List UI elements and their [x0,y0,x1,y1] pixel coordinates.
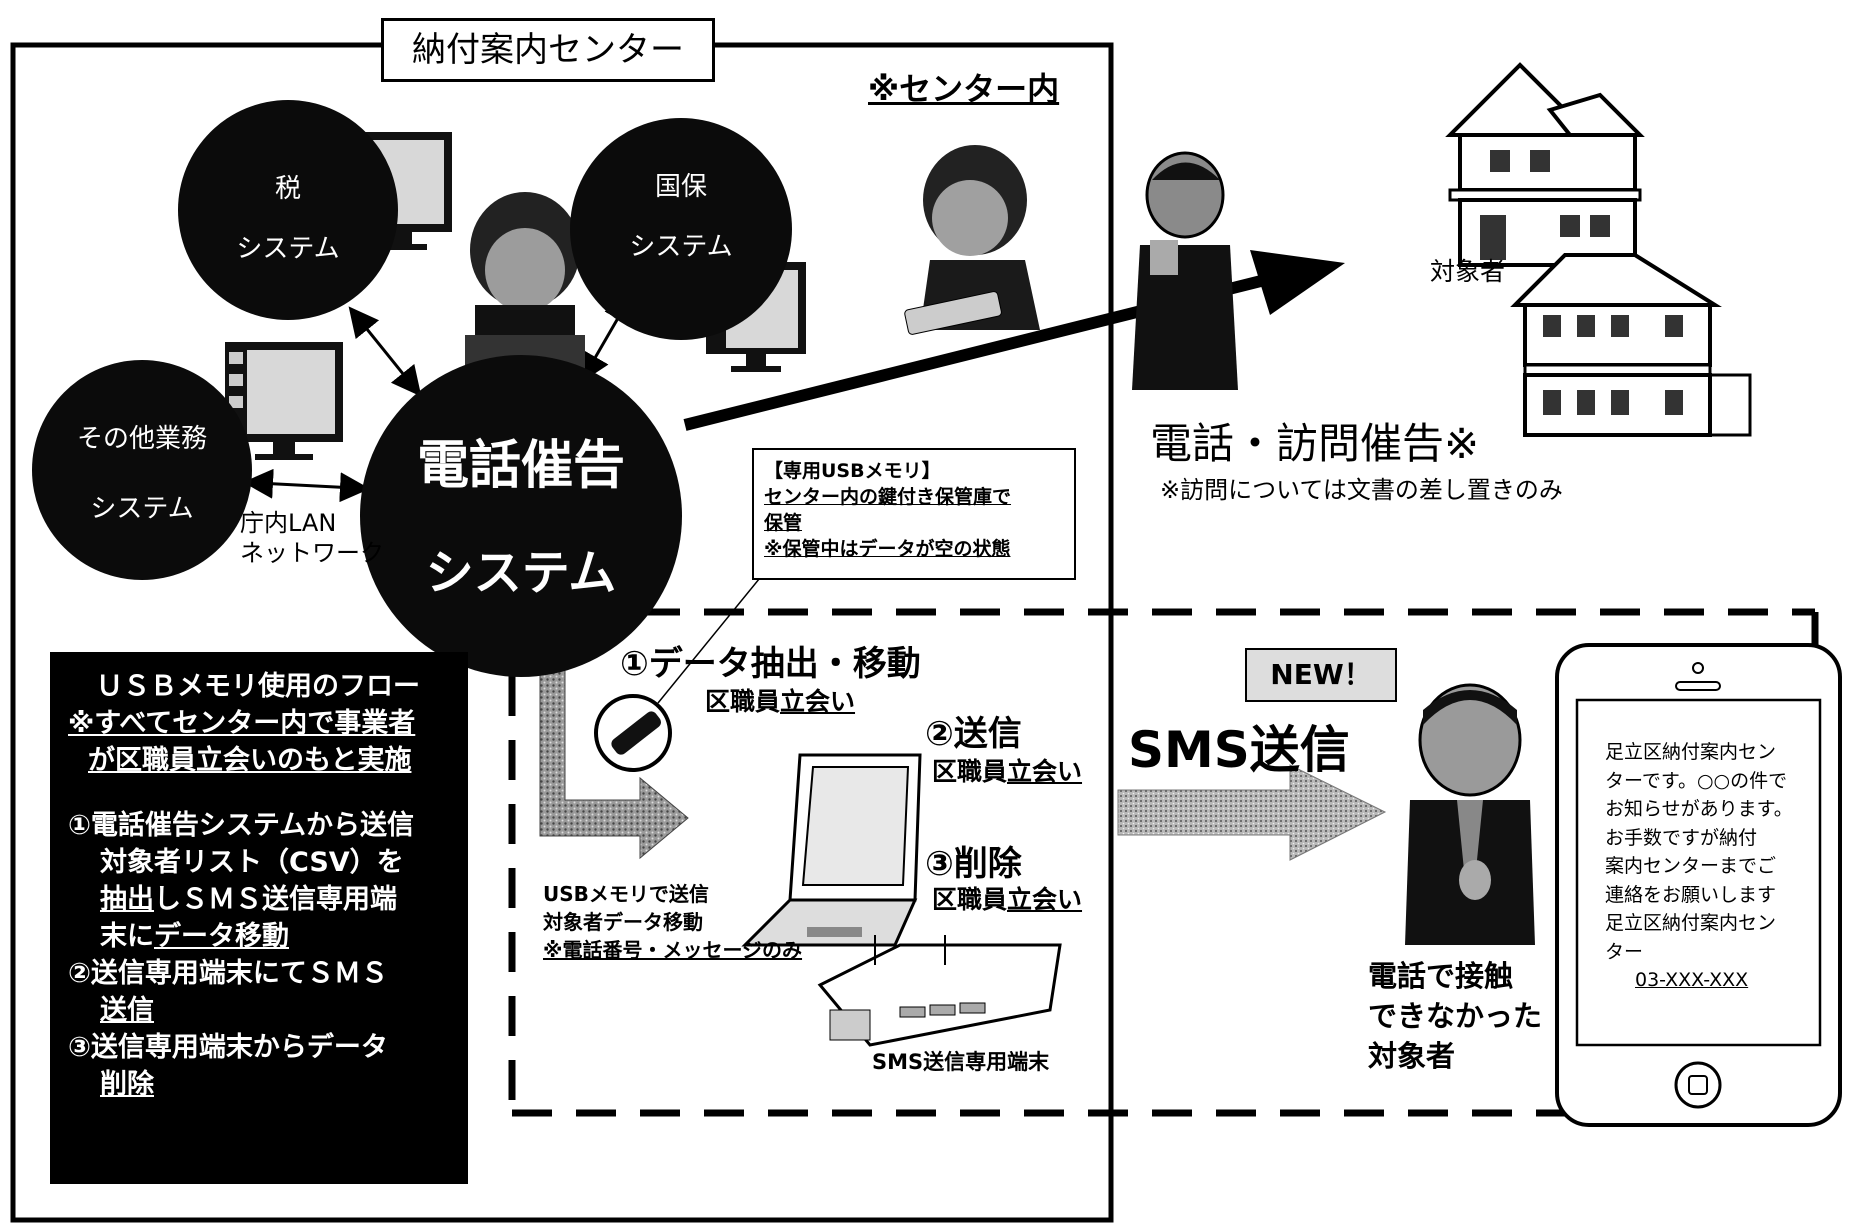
house-icon [1445,62,1645,267]
operator-illustration-2 [904,145,1040,335]
target-person-label-2: できなかった [1368,999,1543,1033]
target-person-label-3: 対象者 [1368,1039,1456,1073]
phone-visit-note: ※訪問については文書の差し置きのみ [1160,476,1563,504]
target-person-illustration [1405,683,1535,945]
terminal-label: SMS送信専用端末 [872,1050,1050,1074]
other-system-label: その他業務 [76,424,207,454]
usb-memory-box: 【専用USBメモリ】 センター内の鍵付き保管庫で 保管 ※保管中はデータが空の状… [752,448,1076,580]
main-system-circle: 電話催告 システム [360,355,682,677]
lan-label-2: ネットワーク [240,539,384,567]
sms-message-line: お手数ですが納付 [1605,826,1758,849]
new-badge: NEW！ [1245,648,1397,702]
center-title: 納付案内センター [381,18,715,82]
flow-step1-line3-rest: しＳＭＳ送信専用端 [154,884,397,915]
flow-step1-line4-pre: 末に [100,921,154,952]
step2-sub-u: 立会い [1007,757,1083,786]
flow-box-title: ＵＳＢメモリ使用のフロー [96,671,420,702]
sms-message-line: 足立区納付案内セン [1605,912,1777,934]
flow-box-sub1: ※すべてセンター内で事業者 [68,708,416,739]
tax-system-label: 税 [274,174,301,204]
usb-box-line2: センター内の鍵付き保管庫で [764,486,1012,508]
usb-box-line3: 保管 [764,512,803,534]
flow-step1-line3: 抽出しＳＭＳ送信専用端 [100,881,450,918]
center-inside-label: ※センター内 [868,70,1060,108]
other-system-circle: その他業務 システム [32,360,252,580]
flow-step1-line4: 末にデータ移動 [100,918,450,955]
target-person-label-1: 電話で接触 [1368,959,1514,993]
flow-step1-extract: 抽出 [100,884,154,915]
sms-message-line: 連絡をお願いします [1605,883,1777,906]
flow-down-arrow [539,634,689,860]
flow-step1-move: データ移動 [154,921,289,952]
flow-step3-line1: ③送信専用端末からデータ [68,1032,388,1063]
step3-sub-pre: 区職員 [932,885,1008,914]
step3-sub-u: 立会い [1007,885,1083,914]
kokuho-system-label-2: システム [629,232,733,262]
flow-step2-line2: 送信 [100,995,154,1026]
step1-title: ①データ抽出・移動 [620,644,921,684]
main-system-label: 電話催告 [416,436,625,496]
sms-message-line: お知らせがあります。 [1605,798,1793,820]
flow-step3-line2: 削除 [100,1069,154,1100]
smartphone-icon [1555,643,1842,1127]
phone-visit-title: 電話・訪問催告※ [1150,419,1480,468]
other-system-label-2: システム [90,494,194,524]
usb-box-line1: 【専用USBメモリ】 [764,460,941,482]
flow-step1-line1: ①電話催告システムから送信 [68,810,415,841]
sms-message-line: 案内センターまでご [1605,855,1777,877]
kokuho-system-label: 国保 [654,172,707,202]
sms-terminal-icon [817,935,1062,1047]
usb-move-line2: 対象者データ移動 [543,910,703,934]
sms-message-line: 足立区納付案内セン [1605,741,1777,763]
sms-dashed-border [508,608,1819,1117]
house-icon [1510,253,1752,437]
usb-move-text: USBメモリで送信 対象者データ移動 ※電話番号・メッセージのみ [543,880,802,964]
main-system-label-2: システム [425,545,617,601]
target-label: 対象者 [1430,257,1506,286]
sms-message: 足立区納付案内セン ターです。○○の件で お知らせがあります。 お手数ですが納付… [1605,738,1793,995]
sms-title: SMS送信 [1128,721,1350,779]
step2-sub-pre: 区職員 [932,757,1008,786]
step1-sub: 区職員立会い [705,682,855,718]
step1-sub-u: 立会い [780,687,856,716]
visitor-illustration [1132,151,1238,390]
monitor-icon [225,342,343,460]
target-person-label: 電話で接触 できなかった 対象者 [1368,956,1542,1076]
sms-message-line: ターです。○○の件で [1605,769,1788,792]
step3-title: ③削除 [925,844,1022,884]
kokuho-system-circle: 国保 システム [570,118,792,340]
sms-message-line: ター [1605,940,1644,963]
usb-memory-icon [594,694,672,772]
flow-box-sub2: が区職員立会いのもと実施 [88,745,412,776]
flow-step2-line1: ②送信専用端末にてＳＭＳ [68,958,388,989]
usb-move-line3: ※電話番号・メッセージのみ [543,938,803,962]
sms-arrow [1117,764,1387,861]
step2-sub: 区職員立会い [932,752,1082,788]
sms-phone-number: 03-XXX-XXX [1635,969,1749,991]
lan-label: 庁内LAN ネットワーク [240,508,384,568]
flow-step1-line2: 対象者リスト（CSV）を [100,847,404,878]
usb-flow-box: ＵＳＢメモリ使用のフロー ※すべてセンター内で事業者 が区職員立会いのもと実施 … [50,652,468,1184]
usb-box-line4: ※保管中はデータが空の状態 [764,538,1011,560]
tax-system-circle: 税 システム [178,100,398,320]
usb-move-line1: USBメモリで送信 [543,882,709,906]
step1-sub-pre: 区職員 [705,687,781,716]
laptop-icon [741,753,922,947]
step2-title: ②送信 [925,714,1022,754]
tax-system-label-2: システム [236,234,340,264]
lan-label-1: 庁内LAN [240,509,337,537]
step3-sub: 区職員立会い [932,880,1082,916]
